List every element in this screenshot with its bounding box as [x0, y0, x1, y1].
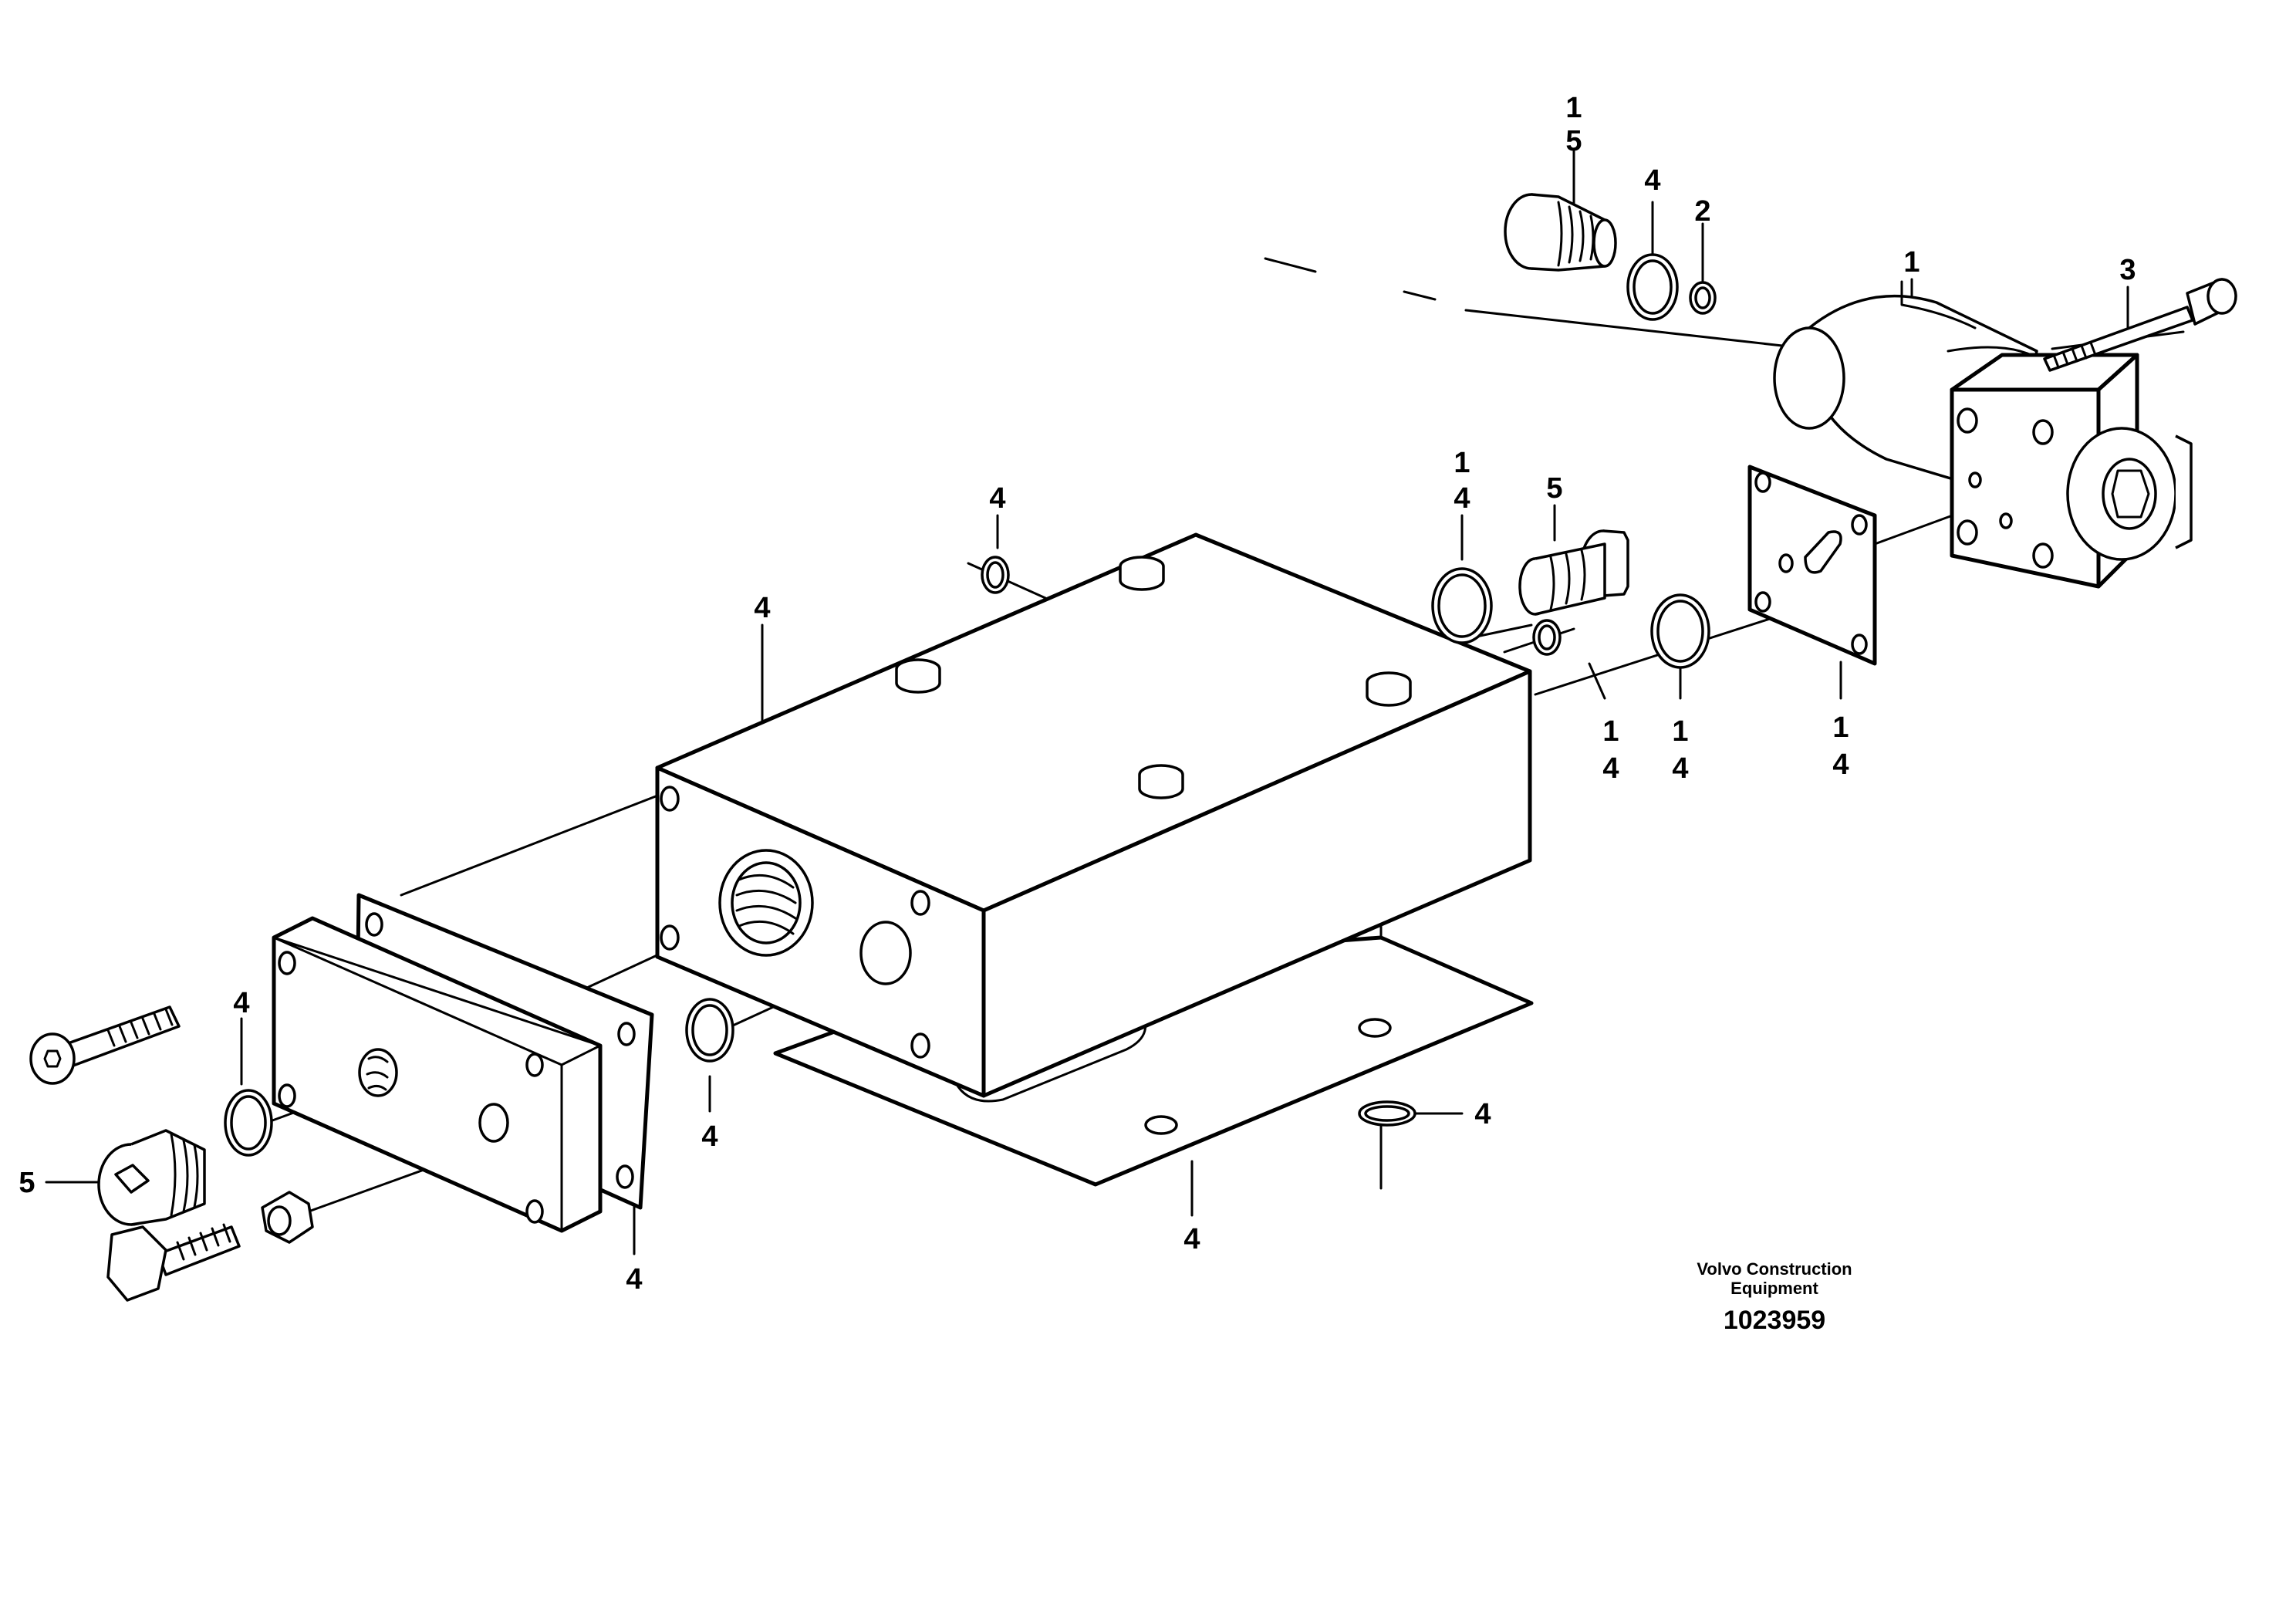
callout-4-oring-a: 4	[1454, 482, 1470, 515]
callout-labels: 1 5 4 2 1 3 4 1 4 5 4 1 4 1 4 1 4 4 5 4 …	[19, 92, 2136, 1296]
callout-1-oring-c: 1	[1672, 715, 1688, 748]
callout-1-top: 1	[1565, 92, 1582, 124]
callout-1-solenoid: 1	[1903, 246, 1920, 279]
o-rings	[224, 253, 1717, 1157]
end-plate	[272, 916, 603, 1233]
callout-5-middle: 5	[1546, 472, 1562, 505]
callout-4-plate: 4	[1832, 748, 1849, 781]
solenoid-valve	[1773, 280, 2193, 589]
callout-1-oring-b: 1	[1602, 715, 1619, 748]
maker-line-1: Volvo Construction	[1697, 1259, 1852, 1279]
callout-1-plate: 1	[1832, 711, 1849, 744]
callout-4-mid-oring: 4	[701, 1120, 718, 1153]
callout-3: 3	[2119, 254, 2136, 286]
diagram-footer: Volvo Construction Equipment 1023959	[1697, 1259, 1852, 1335]
maker-line-2: Equipment	[1730, 1279, 1818, 1298]
callout-5-left: 5	[19, 1167, 35, 1199]
callout-1-oring-a: 1	[1454, 447, 1470, 479]
callout-2: 2	[1694, 195, 1710, 228]
callout-4-oring-b: 4	[1602, 752, 1619, 785]
plug-middle	[1518, 529, 1629, 616]
callout-4-gasket-left: 4	[626, 1263, 642, 1296]
document-number: 1023959	[1724, 1306, 1825, 1335]
valve-block	[655, 532, 1532, 1098]
callout-4-base-gasket: 4	[1183, 1223, 1200, 1255]
callout-4-oring-c: 4	[1672, 752, 1688, 785]
hex-nut	[261, 1191, 314, 1244]
hex-bolt	[106, 1223, 241, 1302]
plug-top	[1504, 193, 1617, 272]
adapter-plate	[1747, 465, 1877, 666]
socket-cap-screw	[29, 1005, 181, 1085]
screw-top-right	[2043, 278, 2237, 372]
callout-4-main-port: 4	[754, 592, 770, 624]
callout-5-top: 5	[1565, 125, 1582, 157]
top-bolt-heads	[895, 556, 1412, 799]
callout-4-left-oring: 4	[233, 987, 249, 1019]
plug-left	[97, 1129, 206, 1226]
callout-4-block-top: 4	[989, 482, 1005, 515]
callout-4-top: 4	[1644, 164, 1660, 197]
callout-4-base-oring: 4	[1474, 1098, 1491, 1130]
